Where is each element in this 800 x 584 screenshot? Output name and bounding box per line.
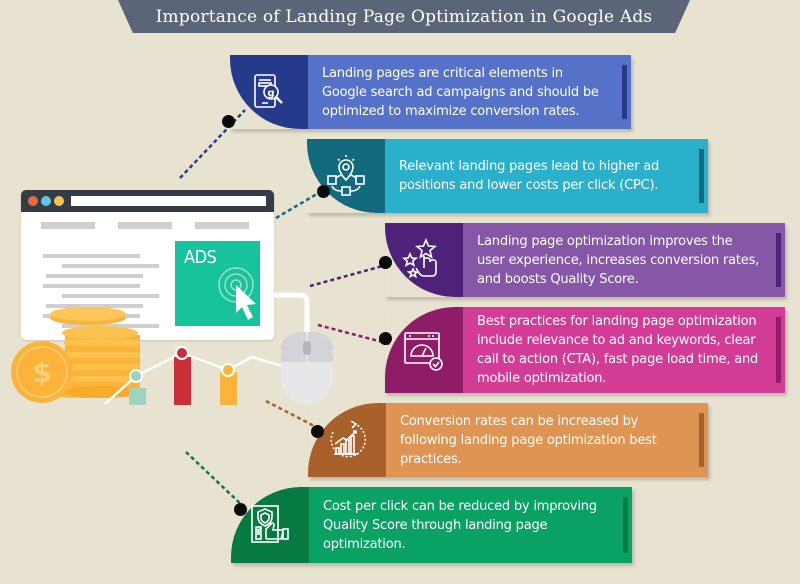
connector-dot xyxy=(311,425,324,438)
info-banner-2: Relevant landing pages lead to higher ad… xyxy=(307,139,708,213)
nav-placeholder xyxy=(41,222,95,229)
info-banner-4: Best practices for landing page optimiza… xyxy=(379,307,785,393)
connector-dot xyxy=(317,185,330,198)
banner-edge xyxy=(776,233,781,287)
banner-body: Landing pages are critical elements in G… xyxy=(308,55,631,129)
banner-text: Landing pages are critical elements in G… xyxy=(322,65,599,119)
banner-icon-cap xyxy=(307,139,385,213)
text-line-placeholder xyxy=(43,284,140,288)
info-banner-5: Conversion rates can be increased by fol… xyxy=(308,403,708,477)
page-title: Importance of Landing Page Optimization … xyxy=(155,6,653,27)
location-pin-network-icon xyxy=(327,155,365,196)
banner-body: Relevant landing pages lead to higher ad… xyxy=(385,139,708,213)
info-banner-6: Cost per click can be reduced by improvi… xyxy=(231,487,632,563)
banner-body: Best practices for landing page optimiza… xyxy=(463,307,785,393)
browser-maximize-dot xyxy=(54,196,64,206)
svg-text:g: g xyxy=(267,88,274,99)
banner-icon-cap: g xyxy=(222,55,308,129)
text-line-placeholder xyxy=(46,304,143,308)
connector-dot xyxy=(222,115,235,128)
banner-icon-cap xyxy=(231,487,309,563)
browser-speedometer-check-icon xyxy=(404,332,443,371)
nav-placeholder xyxy=(195,222,249,229)
text-line-placeholder xyxy=(62,264,159,268)
ad-label: ADS xyxy=(184,247,217,268)
banner-edge xyxy=(699,413,704,467)
banner-text: Landing page optimization improves the u… xyxy=(477,233,760,287)
coin-stack-icon xyxy=(32,307,140,398)
browser-close-dot xyxy=(28,196,38,206)
connector-dot xyxy=(379,332,392,345)
banner-icon-cap xyxy=(308,403,386,477)
banner-body: Conversion rates can be increased by fol… xyxy=(386,403,708,477)
stars-hand-click-icon xyxy=(402,238,438,279)
banner-edge xyxy=(622,65,627,119)
growth-chart-cycle-icon xyxy=(330,420,367,458)
ad-box: ADS xyxy=(175,241,260,326)
browser-title-bar xyxy=(21,190,274,212)
banner-text: Best practices for landing page optimiza… xyxy=(477,314,759,386)
banner-edge xyxy=(776,317,781,383)
mobile-search-g-icon: g xyxy=(254,74,283,108)
connector-dot xyxy=(379,256,392,269)
text-line-placeholder xyxy=(43,254,140,258)
banner-icon-cap xyxy=(379,223,463,297)
banner-text: Relevant landing pages lead to higher ad… xyxy=(399,159,660,193)
banner-body: Cost per click can be reduced by improvi… xyxy=(309,487,632,563)
dollar-coin-icon: $ xyxy=(11,341,73,403)
computer-mouse-icon xyxy=(281,332,333,404)
browser-minimize-dot xyxy=(41,196,51,206)
browser-address-bar xyxy=(71,196,266,206)
text-line-placeholder xyxy=(62,324,159,328)
banner-text: Conversion rates can be increased by fol… xyxy=(400,413,657,467)
banner-text: Cost per click can be reduced by improvi… xyxy=(323,498,597,552)
banner-icon-cap xyxy=(379,307,463,393)
svg-text:$: $ xyxy=(32,356,51,389)
nav-placeholder xyxy=(118,222,172,229)
banner-body: Landing page optimization improves the u… xyxy=(463,223,785,297)
info-banner-3: Landing page optimization improves the u… xyxy=(379,223,785,297)
banner-edge xyxy=(699,149,704,203)
title-banner: Importance of Landing Page Optimization … xyxy=(118,0,690,33)
cursor-click-icon xyxy=(218,267,256,320)
text-line-placeholder xyxy=(62,294,159,298)
info-banner-1: g Landing pages are critical elements in… xyxy=(222,55,631,129)
connector-dot xyxy=(234,503,247,516)
text-line-placeholder xyxy=(46,274,143,278)
shield-checklist-thumbs-up-icon xyxy=(251,505,289,543)
banner-edge xyxy=(623,497,628,553)
coins-chart-mouse-illustration: $ xyxy=(11,307,333,405)
